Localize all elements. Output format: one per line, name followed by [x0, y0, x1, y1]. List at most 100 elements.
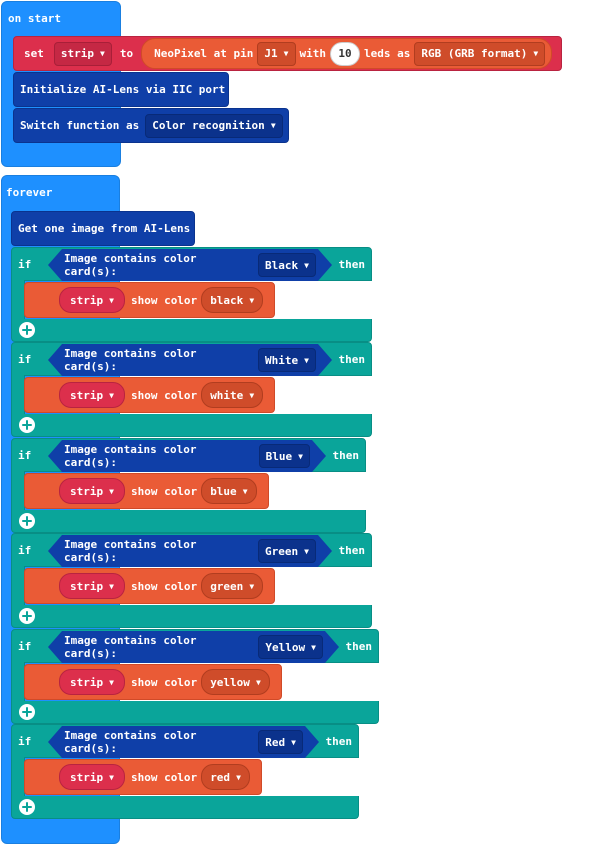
- if-block-arm: [11, 662, 25, 702]
- color-card-condition[interactable]: Image contains color card(s): Green▼: [48, 535, 332, 567]
- leds-as-label: leds as: [364, 47, 411, 60]
- on-start-label: on start: [8, 12, 61, 25]
- if-label: if: [18, 258, 32, 271]
- show-color-label: show color: [130, 579, 198, 593]
- if-block-footer: [11, 605, 372, 628]
- color-card-dropdown[interactable]: Green▼: [258, 539, 316, 563]
- plus-icon: [22, 516, 32, 526]
- if-block-arm: [11, 280, 25, 320]
- color-dropdown[interactable]: white▼: [201, 382, 264, 408]
- strip-variable-dropdown[interactable]: strip▼: [59, 287, 125, 313]
- plus-icon: [22, 707, 32, 717]
- forever-label: forever: [6, 186, 53, 199]
- chevron-down-icon: ▼: [249, 390, 255, 400]
- color-card-dropdown[interactable]: Blue▼: [259, 444, 310, 468]
- chevron-down-icon: ▼: [109, 486, 114, 496]
- show-color-label: show color: [130, 293, 198, 307]
- set-strip-block[interactable]: set strip▼ to NeoPixel at pin J1▼ with 1…: [13, 36, 562, 71]
- with-label: with: [299, 47, 327, 60]
- color-card-condition[interactable]: Image contains color card(s): Red▼: [48, 726, 319, 758]
- if-label: if: [18, 544, 32, 557]
- then-label: then: [332, 449, 360, 462]
- plus-icon: [22, 611, 32, 621]
- show-color-block[interactable]: strip▼ show color black▼: [24, 282, 275, 318]
- add-else-button[interactable]: [19, 608, 35, 624]
- neopixel-block[interactable]: NeoPixel at pin J1▼ with 10 leds as RGB …: [141, 38, 553, 69]
- add-else-button[interactable]: [19, 704, 35, 720]
- chevron-down-icon: ▼: [249, 295, 255, 305]
- color-card-dropdown[interactable]: Black▼: [258, 253, 316, 277]
- if-block[interactable]: if Image contains color card(s): Black▼ …: [11, 247, 372, 281]
- show-color-label: show color: [130, 770, 198, 784]
- add-else-button[interactable]: [19, 799, 35, 815]
- condition-label: Image contains color card(s):: [64, 634, 197, 660]
- chevron-down-icon: ▼: [109, 772, 114, 782]
- color-dropdown[interactable]: yellow▼: [201, 669, 270, 695]
- if-block[interactable]: if Image contains color card(s): White▼ …: [11, 342, 372, 376]
- color-dropdown[interactable]: green▼: [201, 573, 264, 599]
- format-dropdown[interactable]: RGB (GRB format)▼: [414, 41, 546, 66]
- color-dropdown[interactable]: blue▼: [201, 478, 257, 504]
- add-else-button[interactable]: [19, 417, 35, 433]
- get-image-block[interactable]: Get one image from AI-Lens: [11, 211, 195, 246]
- if-block[interactable]: if Image contains color card(s): Yellow▼…: [11, 629, 379, 663]
- chevron-down-icon: ▼: [311, 642, 316, 652]
- neopixel-label: NeoPixel at pin: [154, 47, 254, 60]
- strip-variable-dropdown[interactable]: strip▼: [59, 382, 125, 408]
- strip-variable-dropdown[interactable]: strip▼: [59, 764, 125, 790]
- add-else-button[interactable]: [19, 322, 35, 338]
- condition-label: Image contains color card(s):: [64, 252, 197, 278]
- color-card-dropdown[interactable]: Red▼: [258, 730, 303, 754]
- color-card-condition[interactable]: Image contains color card(s): Blue▼: [48, 440, 326, 472]
- led-count-input[interactable]: 10: [330, 41, 360, 66]
- if-block-footer: [11, 510, 366, 533]
- add-else-button[interactable]: [19, 513, 35, 529]
- if-block-arm: [11, 566, 25, 606]
- color-card-condition[interactable]: Image contains color card(s): Yellow▼: [48, 631, 339, 663]
- to-label: to: [119, 47, 134, 60]
- if-block[interactable]: if Image contains color card(s): Green▼ …: [11, 533, 372, 567]
- if-label: if: [18, 640, 32, 653]
- color-card-dropdown[interactable]: White▼: [258, 348, 316, 372]
- show-color-block[interactable]: strip▼ show color green▼: [24, 568, 275, 604]
- if-block[interactable]: if Image contains color card(s): Blue▼ t…: [11, 438, 366, 472]
- color-card-condition[interactable]: Image contains color card(s): Black▼: [48, 249, 332, 281]
- then-label: then: [338, 258, 366, 271]
- if-block-footer: [11, 414, 372, 437]
- pin-dropdown[interactable]: J1▼: [257, 41, 296, 66]
- chevron-down-icon: ▼: [242, 486, 248, 496]
- strip-variable-dropdown[interactable]: strip▼: [53, 41, 112, 66]
- chevron-down-icon: ▼: [298, 451, 303, 461]
- init-ai-lens-label: Initialize AI-Lens via IIC port: [20, 83, 226, 96]
- chevron-down-icon: ▼: [236, 772, 241, 782]
- if-block-arm: [11, 757, 25, 797]
- color-dropdown[interactable]: black▼: [201, 287, 264, 313]
- chevron-down-icon: ▼: [109, 581, 114, 591]
- chevron-down-icon: ▼: [270, 121, 276, 130]
- if-block[interactable]: if Image contains color card(s): Red▼ th…: [11, 724, 359, 758]
- color-card-dropdown[interactable]: Yellow▼: [258, 635, 323, 659]
- if-label: if: [18, 353, 32, 366]
- show-color-block[interactable]: strip▼ show color red▼: [24, 759, 262, 795]
- init-ai-lens-block[interactable]: Initialize AI-Lens via IIC port: [13, 72, 229, 107]
- switch-function-block[interactable]: Switch function as Color recognition▼: [13, 108, 289, 143]
- strip-variable-dropdown[interactable]: strip▼: [59, 478, 125, 504]
- plus-icon: [22, 420, 32, 430]
- show-color-label: show color: [130, 484, 198, 498]
- function-dropdown[interactable]: Color recognition▼: [145, 113, 283, 138]
- condition-label: Image contains color card(s):: [64, 347, 197, 373]
- condition-label: Image contains color card(s):: [64, 729, 197, 755]
- show-color-block[interactable]: strip▼ show color white▼: [24, 377, 275, 413]
- show-color-block[interactable]: strip▼ show color yellow▼: [24, 664, 282, 700]
- then-label: then: [345, 640, 373, 653]
- condition-label: Image contains color card(s):: [64, 443, 197, 469]
- then-label: then: [338, 353, 366, 366]
- strip-variable-dropdown[interactable]: strip▼: [59, 669, 125, 695]
- chevron-down-icon: ▼: [304, 355, 309, 365]
- color-dropdown[interactable]: red▼: [201, 764, 250, 790]
- color-card-condition[interactable]: Image contains color card(s): White▼: [48, 344, 332, 376]
- plus-icon: [22, 325, 32, 335]
- strip-variable-dropdown[interactable]: strip▼: [59, 573, 125, 599]
- if-block-arm: [11, 471, 25, 511]
- show-color-block[interactable]: strip▼ show color blue▼: [24, 473, 269, 509]
